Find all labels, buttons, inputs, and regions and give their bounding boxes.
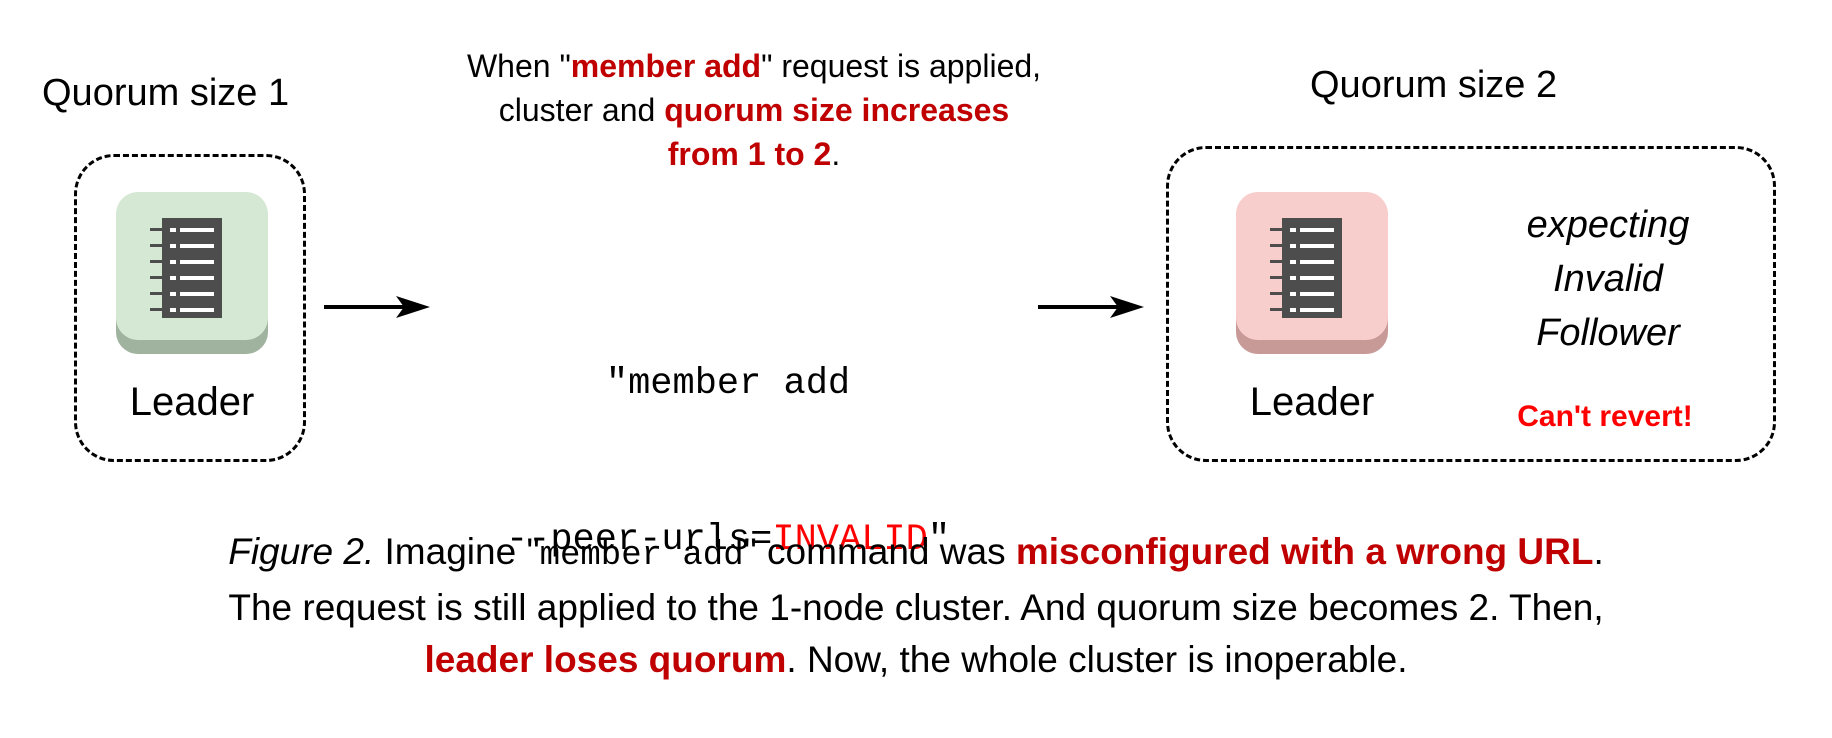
expecting-invalid-follower: expecting Invalid Follower bbox=[1526, 204, 1690, 354]
server-log-icon bbox=[150, 218, 222, 318]
left-cluster-boundary bbox=[74, 154, 306, 462]
invalid-url-value: INVALID bbox=[772, 519, 928, 561]
caption-leader-loses-quorum: leader loses quorum bbox=[424, 639, 787, 680]
right-leader-label: Leader bbox=[1249, 380, 1375, 424]
caption-misconfigured: misconfigured with a wrong URL bbox=[1015, 531, 1594, 572]
right-quorum-title: Quorum size 2 bbox=[1310, 64, 1558, 106]
left-leader-label: Leader bbox=[129, 380, 255, 424]
cant-revert-warning: Can't revert! bbox=[1517, 400, 1693, 433]
member-add-command: "member add --peer-urls=INVALID" bbox=[505, 363, 951, 561]
left-leader-node bbox=[116, 192, 268, 354]
left-quorum-title: Quorum size 1 bbox=[42, 72, 290, 114]
right-cluster-boundary bbox=[1166, 146, 1776, 462]
member-add-annotation: When "member add" request is applied, cl… bbox=[466, 48, 1042, 172]
arrow-right-1 bbox=[324, 296, 430, 318]
arrow-right-2 bbox=[1038, 296, 1144, 318]
caption-line-3: leader loses quorum. Now, the whole clus… bbox=[424, 639, 1408, 680]
caption-line-1: Figure 2. Imagine "member add" command w… bbox=[228, 531, 1604, 575]
annotation-from-1-to-2: from 1 to 2 bbox=[667, 136, 832, 172]
figure-caption: Figure 2. Imagine "member add" command w… bbox=[0, 526, 1832, 686]
caption-code: member add bbox=[539, 537, 744, 575]
caption-line-2: The request is still applied to the 1-no… bbox=[228, 587, 1604, 628]
annotation-member-add: member add bbox=[570, 48, 762, 84]
figure-label: Figure 2. bbox=[228, 531, 375, 572]
annotation-quorum-increase: quorum size increases bbox=[664, 92, 1010, 128]
server-log-icon bbox=[1270, 218, 1342, 318]
right-leader-node bbox=[1236, 192, 1388, 354]
